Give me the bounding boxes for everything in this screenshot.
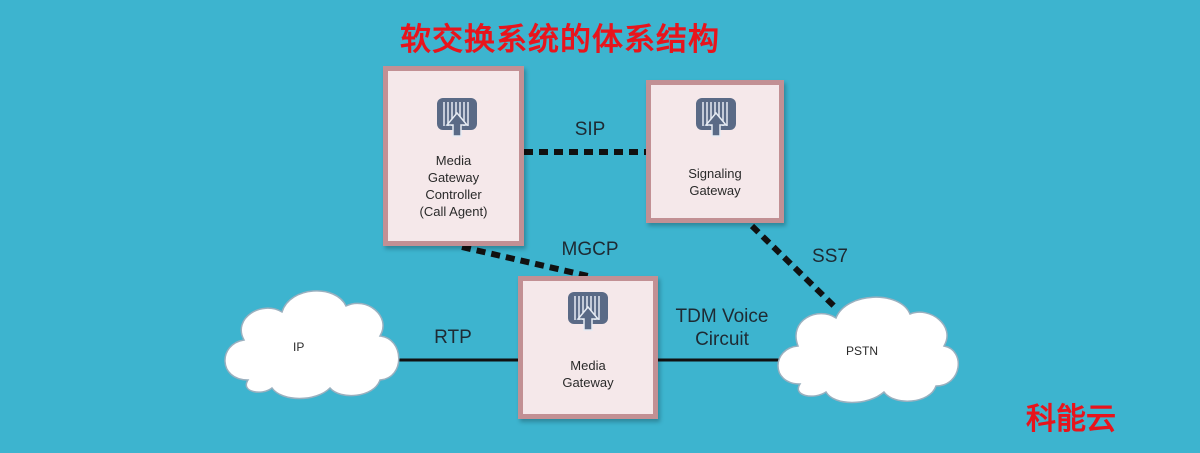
- media-gateway-node: Media Gateway: [518, 276, 658, 419]
- gateway-device-icon: [568, 292, 608, 331]
- tdm-label: TDM Voice Circuit: [675, 306, 769, 350]
- mgcp-label: MGCP: [561, 239, 619, 260]
- mgc-label: Media Gateway Controller (Call Agent): [419, 153, 488, 219]
- media-gateway-controller-node: Media Gateway Controller (Call Agent): [383, 66, 524, 246]
- ip-cloud-icon: [224, 290, 400, 400]
- sg-label: Signaling Gateway: [688, 166, 742, 198]
- gateway-device-icon: [437, 98, 477, 137]
- pstn-cloud-label: PSTN: [846, 344, 879, 358]
- ip-cloud-label: IP: [293, 340, 305, 354]
- diagram-title: 软交换系统的体系结构: [400, 22, 720, 58]
- ss7-label: SS7: [812, 246, 848, 267]
- brand-watermark: 科能云: [1026, 402, 1116, 437]
- mg-label: Media Gateway: [562, 358, 614, 390]
- mgcp-link: [461, 244, 589, 279]
- gateway-device-icon: [696, 98, 736, 137]
- sip-label: SIP: [574, 119, 606, 140]
- signaling-gateway-node: Signaling Gateway: [646, 80, 784, 223]
- pstn-cloud-icon: [777, 296, 959, 404]
- rtp-label: RTP: [434, 327, 472, 348]
- ss7-link: [749, 223, 839, 311]
